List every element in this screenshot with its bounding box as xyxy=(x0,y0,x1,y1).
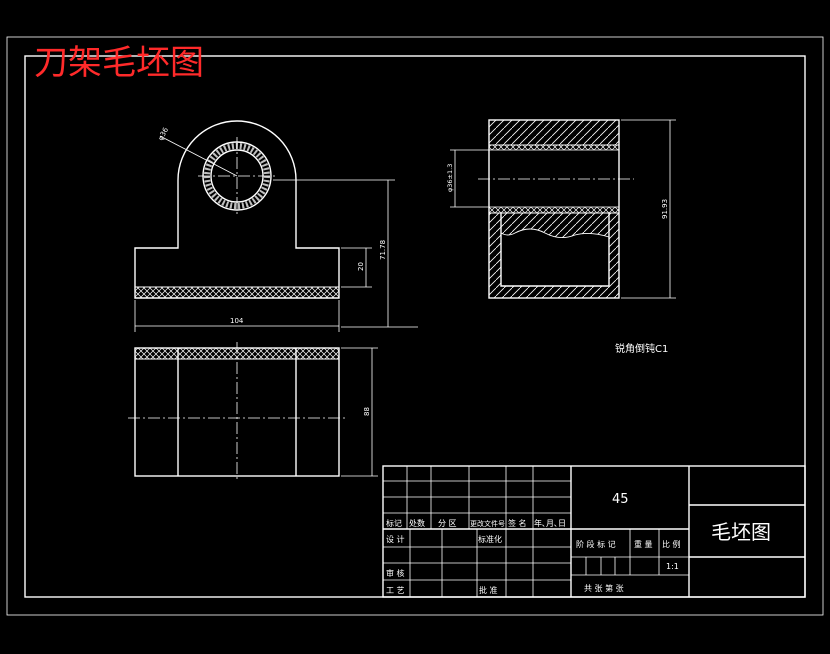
base-height-label: 20 xyxy=(357,262,365,271)
outer-border xyxy=(6,36,824,616)
header-mark: 标记 xyxy=(386,518,402,528)
weight-label: 重 量 xyxy=(634,539,653,549)
title-block: 45 毛坯图 1:1 标记 处数 分 区 更改文件号 签 名 年､月､日 设 计… xyxy=(382,465,806,598)
header-zone: 分 区 xyxy=(438,519,457,528)
header-date: 年､月､日 xyxy=(534,518,566,528)
part-name-label: 毛坯图 xyxy=(711,520,771,544)
side-height-label: 91.93 xyxy=(661,199,669,219)
chamfer-note: 锐角倒钝C1 xyxy=(615,342,668,355)
sheets-label: 共 张 第 张 xyxy=(584,583,624,593)
stage-mark-label: 阶 段 标 记 xyxy=(576,539,616,549)
plan-depth-label: 88 xyxy=(363,407,371,416)
design-label: 设 计 xyxy=(386,534,405,544)
side-view: φ36±1.3 91.93 xyxy=(446,119,676,299)
overall-width-label: 104 xyxy=(230,317,244,325)
process-label: 工 艺 xyxy=(386,586,405,595)
review-label: 审 核 xyxy=(386,568,405,578)
approve-label: 批 准 xyxy=(479,585,498,595)
plan-view: 88 xyxy=(128,342,378,482)
inner-border xyxy=(24,55,806,598)
standardize-label: 标准化 xyxy=(478,534,502,544)
scale-label: 1:1 xyxy=(666,562,679,571)
center-height-label: 71.78 xyxy=(379,240,387,260)
hole-diameter-label: φ36 xyxy=(157,126,171,142)
header-signature: 签 名 xyxy=(508,518,527,528)
drawing-title: 刀架毛坯图 xyxy=(34,43,204,83)
material-label: 45 xyxy=(612,492,629,507)
header-count: 处数 xyxy=(409,518,425,528)
ratio-label: 比 例 xyxy=(662,539,681,549)
front-view: φ36 104 20 71.78 xyxy=(134,120,418,332)
header-change-doc: 更改文件号 xyxy=(470,519,505,528)
side-inner-dia-label: φ36±1.3 xyxy=(446,164,454,192)
